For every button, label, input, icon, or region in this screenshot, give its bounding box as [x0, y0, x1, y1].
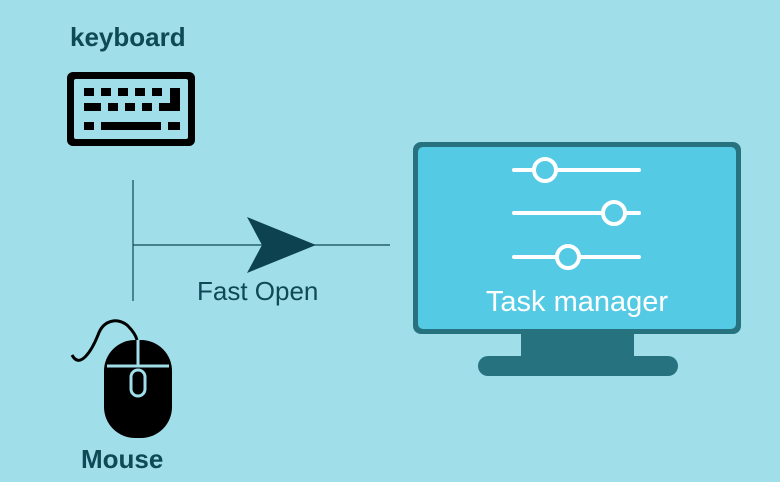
- monitor-icon: [413, 142, 741, 376]
- mouse-icon: [70, 319, 172, 438]
- fast-open-label: Fast Open: [197, 276, 319, 306]
- arrow-head: [247, 217, 316, 273]
- monitor-base: [478, 356, 678, 376]
- task-manager-label: Task manager: [485, 286, 669, 318]
- monitor-neck: [521, 334, 634, 360]
- mouse-label: Mouse: [81, 444, 164, 474]
- keyboard-label: keyboard: [70, 22, 186, 52]
- keyboard-icon: [67, 72, 195, 146]
- sliders-icon: [512, 157, 641, 270]
- monitor-screen: [418, 147, 736, 329]
